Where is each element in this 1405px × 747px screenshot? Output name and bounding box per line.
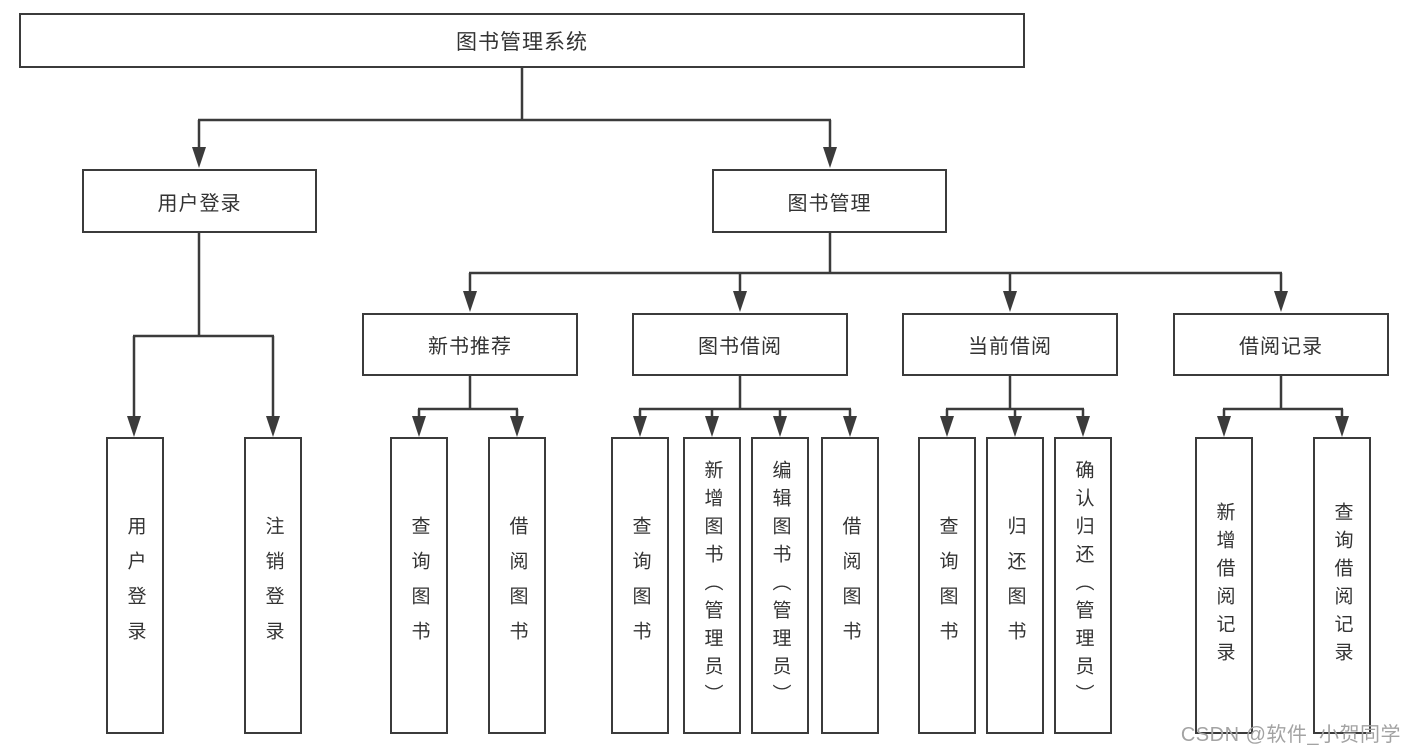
connector-current-borrow-to-leaves <box>940 376 1090 437</box>
node-label: 当前借阅 <box>968 336 1052 358</box>
leaf-borrow-books: 借阅图书 <box>821 437 879 734</box>
leaf-label: 归还图书 <box>1004 515 1026 656</box>
node-label: 用户登录 <box>157 192 242 215</box>
node-book-management: 图书管理 <box>712 169 947 233</box>
csdn-watermark: CSDN @软件_小贺同学 <box>1180 724 1401 746</box>
node-current-borrow: 当前借阅 <box>902 313 1118 376</box>
connector-user-login-to-leaves <box>127 233 280 437</box>
node-new-book-recommend: 新书推荐 <box>362 313 578 376</box>
node-book-borrow: 图书借阅 <box>632 313 848 376</box>
leaf-label: 新增借阅记录 <box>1213 501 1235 670</box>
leaf-return-books: 归还图书 <box>986 437 1044 734</box>
leaf-label: 借阅图书 <box>506 515 528 656</box>
leaf-add-books-admin: 新增图书（管理员） <box>683 437 741 734</box>
connector-book-borrow-to-leaves <box>633 376 857 437</box>
leaf-label: 确认归还（管理员） <box>1072 459 1094 712</box>
leaf-label: 新增图书（管理员） <box>701 459 723 712</box>
leaf-query-books-borrow: 查询图书 <box>611 437 669 734</box>
leaf-label: 借阅图书 <box>839 515 861 656</box>
leaf-label: 查询图书 <box>408 515 430 656</box>
leaf-label: 注销登录 <box>262 515 284 656</box>
leaf-label: 查询图书 <box>936 515 958 656</box>
node-borrow-records: 借阅记录 <box>1173 313 1389 376</box>
leaf-borrow-books-recommend: 借阅图书 <box>488 437 546 734</box>
leaf-add-borrow-record: 新增借阅记录 <box>1195 437 1253 734</box>
connector-book-management-to-level3 <box>463 233 1288 312</box>
connector-borrow-records-to-leaves <box>1217 376 1349 437</box>
connector-new-book-to-leaves <box>412 376 524 437</box>
node-label: 借阅记录 <box>1239 336 1323 358</box>
leaf-user-login: 用户登录 <box>106 437 164 734</box>
leaf-query-books-current: 查询图书 <box>918 437 976 734</box>
leaf-label: 查询图书 <box>629 515 651 656</box>
node-library-management-system: 图书管理系统 <box>19 13 1025 68</box>
connector-root-to-level2 <box>192 68 837 168</box>
leaf-logout: 注销登录 <box>244 437 302 734</box>
leaf-edit-books-admin: 编辑图书（管理员） <box>751 437 809 734</box>
node-label: 图书管理系统 <box>456 30 588 54</box>
leaf-query-borrow-record: 查询借阅记录 <box>1313 437 1371 734</box>
leaf-label: 用户登录 <box>124 515 146 656</box>
node-label: 图书借阅 <box>698 336 782 358</box>
node-user-login: 用户登录 <box>82 169 317 233</box>
leaf-confirm-return-admin: 确认归还（管理员） <box>1054 437 1112 734</box>
node-label: 新书推荐 <box>428 336 512 358</box>
leaf-label: 编辑图书（管理员） <box>769 459 791 712</box>
leaf-label: 查询借阅记录 <box>1331 501 1353 670</box>
node-label: 图书管理 <box>787 192 872 215</box>
leaf-query-books-recommend: 查询图书 <box>390 437 448 734</box>
